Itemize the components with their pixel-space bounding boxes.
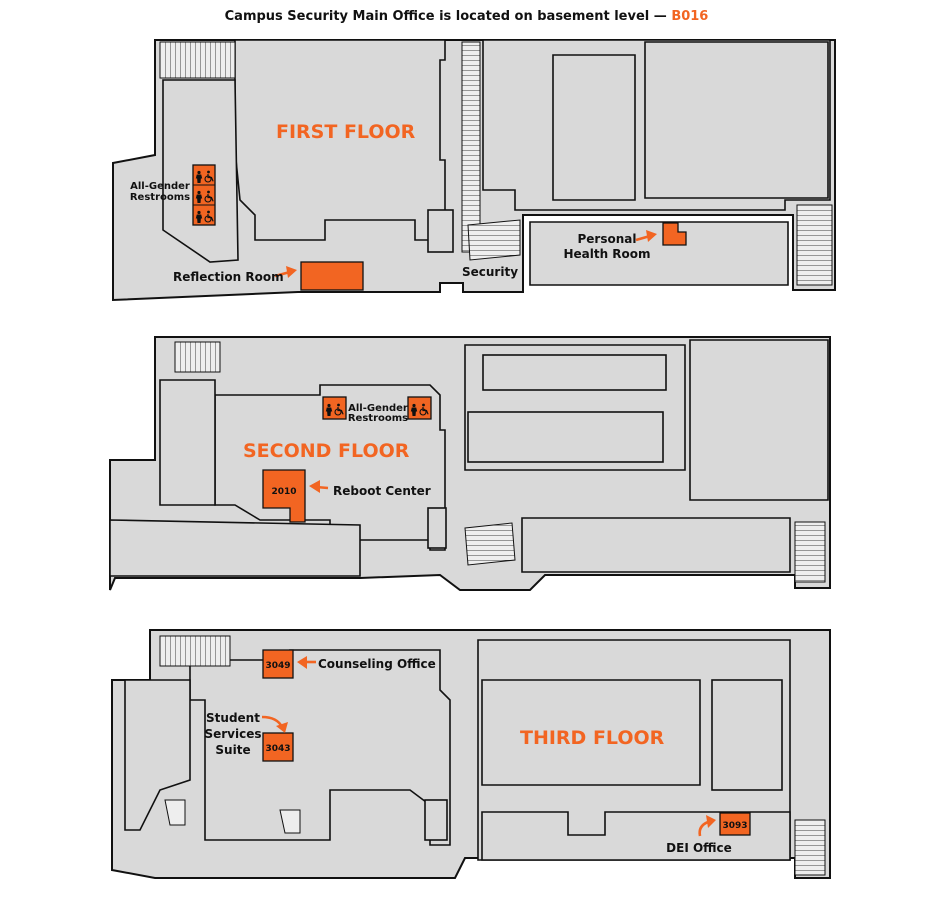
personal-health-room xyxy=(662,222,687,246)
room-3049 xyxy=(262,649,294,679)
second-restrooms-label-1: All-Gender xyxy=(348,403,408,414)
arrow-icon xyxy=(646,230,657,242)
reflection-room xyxy=(300,261,364,291)
student-services-label-1: Student xyxy=(206,711,260,725)
second-floor-title: SECOND FLOOR xyxy=(243,440,410,462)
stairs-icon xyxy=(159,635,231,667)
first-floor-map: FIRST FLOOR All-Gender Restrooms Reflect… xyxy=(112,39,836,302)
stairs-icon xyxy=(464,522,516,566)
room-2010 xyxy=(262,469,306,523)
reflection-room-label: Reflection Room xyxy=(173,270,284,284)
arrow-icon xyxy=(297,656,307,669)
dei-office-label: DEI Office xyxy=(666,841,732,855)
health-room-label-2: Health Room xyxy=(563,247,650,261)
arrow-icon xyxy=(309,480,320,493)
room-2010-label: 2010 xyxy=(271,487,296,497)
second-restrooms-label-2: Restrooms xyxy=(348,413,408,424)
second-floor-map: SECOND FLOOR All-Gender Restrooms 2010 R… xyxy=(109,336,831,591)
room-3043-label: 3043 xyxy=(265,744,290,754)
stairs-icon xyxy=(467,219,521,261)
stairs-icon xyxy=(794,819,826,876)
arrow-icon xyxy=(286,266,297,278)
stairs-icon xyxy=(794,521,826,583)
first-restrooms-label-2: Restrooms xyxy=(130,192,190,203)
third-floor-title: THIRD FLOOR xyxy=(520,727,665,749)
header-text: Campus Security Main Office is located o… xyxy=(224,9,667,24)
room-3093 xyxy=(719,812,751,836)
counseling-office-label: Counseling Office xyxy=(318,657,436,671)
room-3093-label: 3093 xyxy=(722,821,747,831)
restroom-block-first xyxy=(192,164,216,226)
first-restrooms-label-1: All-Gender xyxy=(130,181,190,192)
student-services-label-3: Suite xyxy=(215,743,250,757)
health-room-label-1: Personal xyxy=(578,232,637,246)
reboot-center-label: Reboot Center xyxy=(333,484,431,498)
third-floor-map: THIRD FLOOR 3049 Counseling Office Stude… xyxy=(111,629,831,879)
page-header: Campus Security Main Office is located o… xyxy=(0,9,933,24)
student-services-label-2: Services xyxy=(204,727,261,741)
stairs-icon xyxy=(796,204,833,286)
arrow-icon xyxy=(706,815,716,828)
security-label: Security xyxy=(462,265,518,279)
stairs-icon xyxy=(461,41,481,253)
header-room-code: B016 xyxy=(671,9,709,24)
arrow-icon xyxy=(276,722,288,733)
first-floor-title: FIRST FLOOR xyxy=(276,121,416,143)
stairs-icon xyxy=(174,341,221,373)
stairs-icon xyxy=(159,41,236,79)
room-3043 xyxy=(262,732,294,762)
restroom-block-second xyxy=(322,396,432,420)
room-3049-label: 3049 xyxy=(265,661,290,671)
